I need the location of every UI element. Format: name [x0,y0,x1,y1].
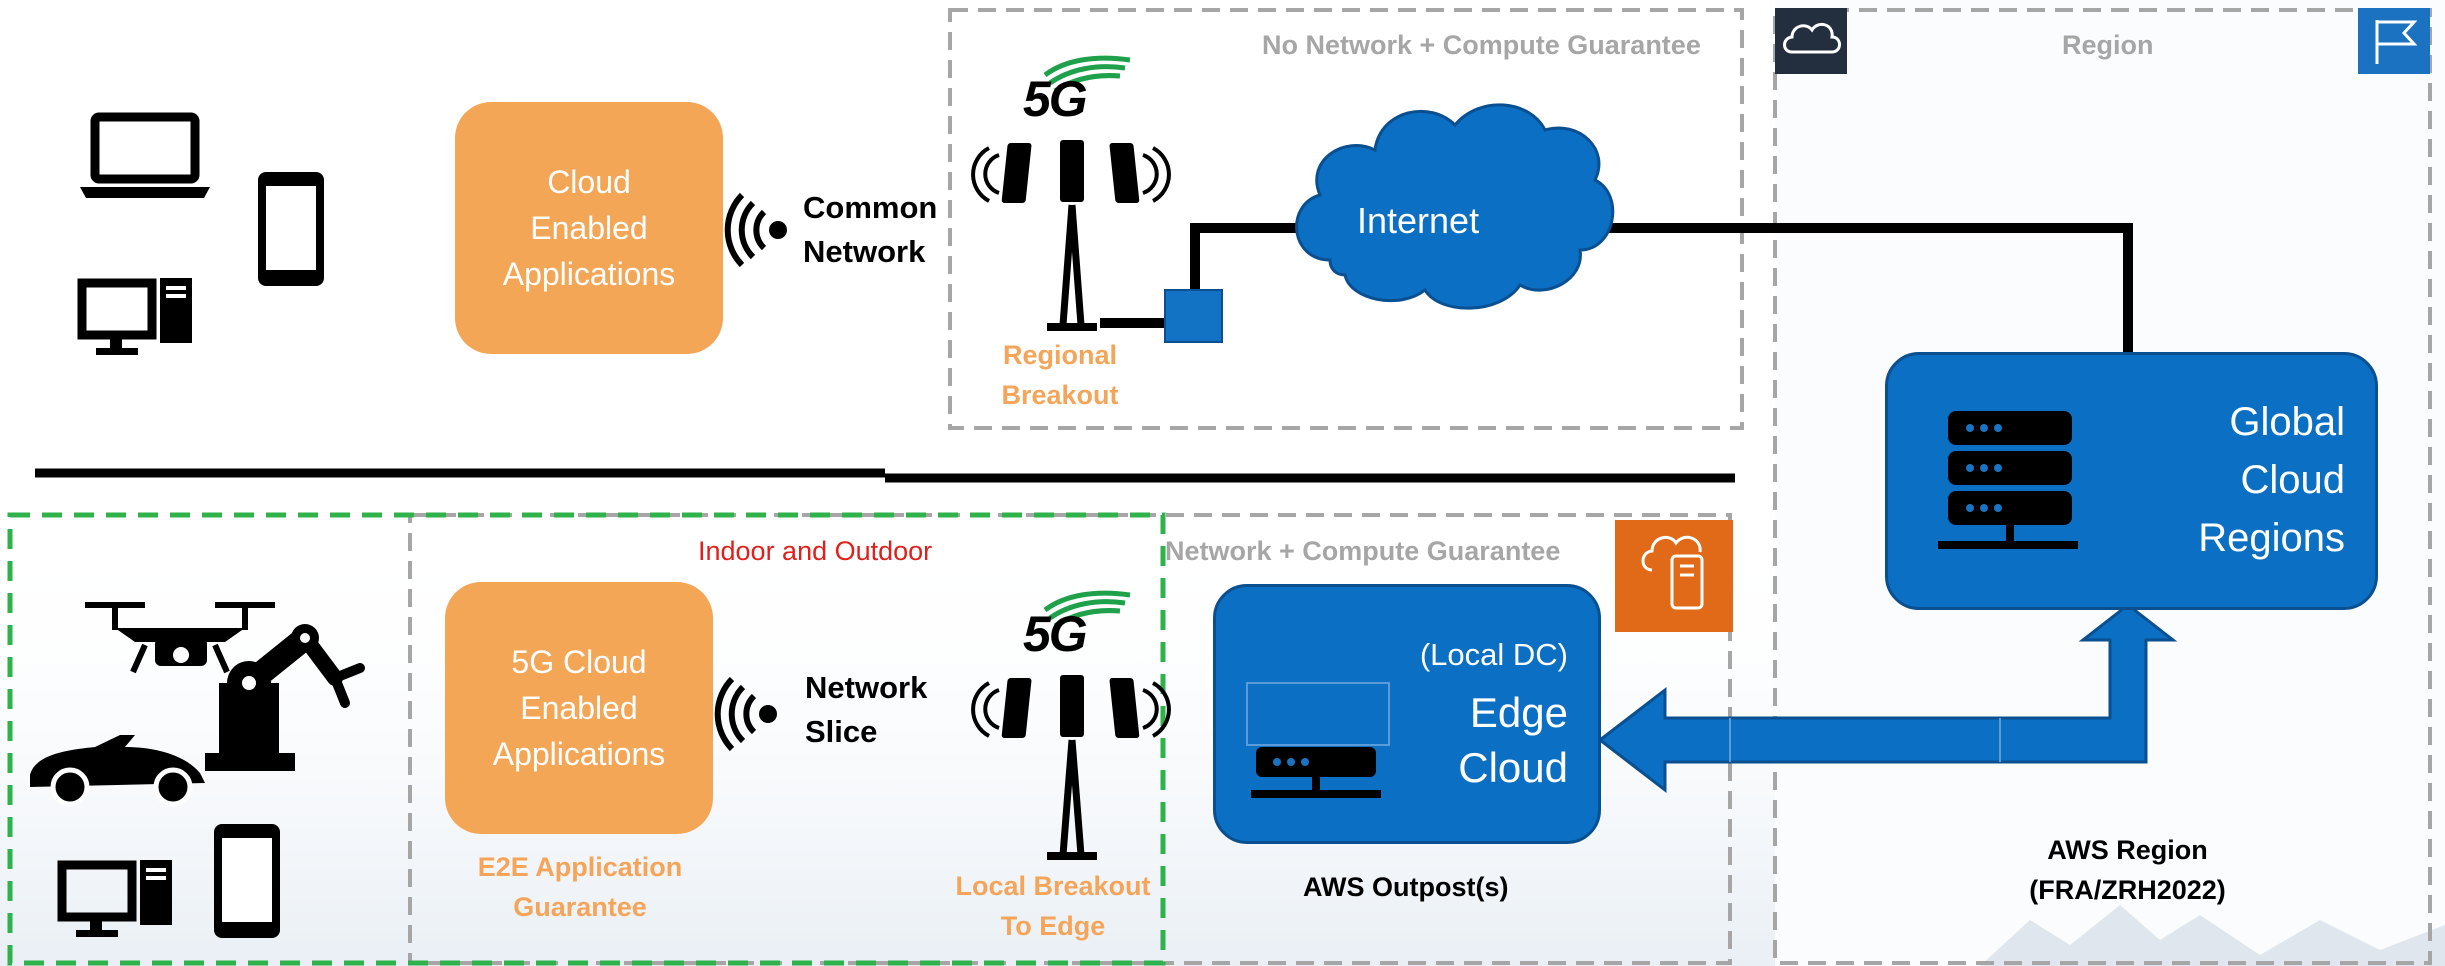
5g-apps-line-2: Enabled [520,690,638,726]
aws-region-line-2: (FRA/ZRH2022) [2029,875,2226,905]
cell-tower-icon [971,55,1171,331]
5g-apps-line-3: Applications [492,736,666,772]
global-cloud-regions-box: Global Cloud Regions [1885,352,2378,610]
cloud-apps-line-2: Enabled [530,210,648,246]
common-network-line-2: Network [803,234,926,269]
robot-arm-icon [205,624,365,771]
desktop-icon [77,278,192,355]
global-cloud-label: Global Cloud Regions [2198,393,2345,567]
drone-icon [85,602,275,674]
cloud-apps-line-3: Applications [502,256,676,292]
region-title: Region [2062,30,2154,60]
internet-label: Internet [1357,200,1480,241]
cell-tower-icon-bottom [971,590,1171,860]
internet-to-region-line [1565,223,2133,355]
laptop-icon [80,112,210,198]
no-guarantee-box [948,8,1744,430]
common-network-label: Common Network [803,186,937,274]
e2e-line-1: E2E Application [477,852,683,882]
outpost-icon [1641,535,1704,610]
server-icon [1938,411,2078,549]
indoor-outdoor-label: Indoor and Outdoor [698,536,933,566]
mountain-silhouette [1980,905,2445,966]
e2e-line-2: Guarantee [513,892,647,922]
aws-region-line-1: AWS Region [2047,835,2208,865]
guarantee-title: Network + Compute Guarantee [1165,536,1561,566]
cloud-apps-line-1: Cloud [547,164,631,200]
edge-cloud-box: (Local DC) Edge Cloud [1213,584,1601,844]
edge-server-icon [1251,747,1381,798]
aws-region-label: AWS Region (FRA/ZRH2022) [2020,830,2235,910]
no-guarantee-title: No Network + Compute Guarantee [1262,30,1701,60]
region-box [1773,8,2432,965]
5g-label-bottom: 5G [1023,606,1088,662]
edge-cloud-line-1: Edge [1469,689,1568,736]
smartphone-icon [258,172,324,286]
breakout-node [1164,289,1223,343]
region-flag-tile [2358,8,2430,74]
global-cloud-line-3: Regions [2198,516,2345,560]
edge-local-dc-frame [1246,682,1390,746]
global-cloud-line-2: Cloud [2240,458,2345,502]
global-cloud-line-1: Global [2229,400,2345,444]
internet-cloud [1295,103,1615,310]
smartphone-icon-bottom [214,824,280,938]
local-breakout-label: Local Breakout To Edge [948,866,1158,946]
network-slice-label: Network Slice [805,666,927,754]
desktop-icon-bottom [57,860,172,937]
cloud-icon [1783,22,1841,54]
5g-apps-line-1: 5G Cloud [511,644,647,680]
network-slice-line-2: Slice [805,714,878,749]
network-slice-line-1: Network [805,670,928,705]
indoor-outdoor-box [7,512,1166,966]
edge-cloud-line-2: Cloud [1458,744,1568,791]
e2e-guarantee-label: E2E Application Guarantee [460,847,700,927]
breakout-to-internet-line [1190,223,1310,300]
edge-cloud-label: Edge Cloud [1458,685,1568,795]
common-network-line-1: Common [803,190,938,225]
outpost-tile [1615,520,1733,632]
5g-label-top: 5G [1023,71,1088,127]
wifi-signal-icon-bottom [714,676,777,752]
local-breakout-line-2: To Edge [1000,911,1106,941]
edge-local-dc-label: (Local DC) [1419,637,1568,672]
car-icon [30,735,205,807]
wifi-signal-icon [724,192,787,268]
flag-icon [2375,20,2418,64]
cloud-apps-box: Cloud Enabled Applications [455,102,723,354]
regional-breakout-line-1: Regional [1002,340,1117,370]
regional-breakout-label: Regional Breakout [990,335,1130,415]
aws-outposts-label: AWS Outpost(s) [1303,872,1509,902]
5g-cloud-apps-box: 5G Cloud Enabled Applications [445,582,713,834]
regional-breakout-line-2: Breakout [1001,380,1119,410]
local-breakout-line-1: Local Breakout [955,871,1151,901]
